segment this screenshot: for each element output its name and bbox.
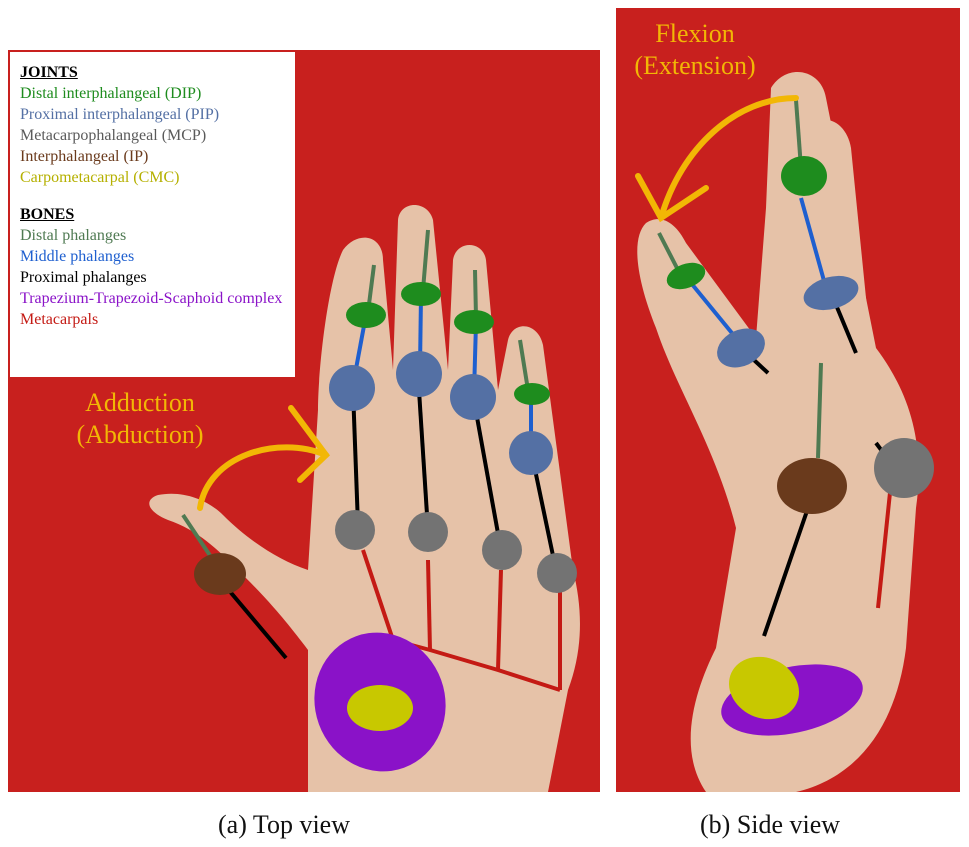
flexion-text: Flexion <box>610 18 780 50</box>
legend-dip: Distal interphalangeal (DIP) <box>20 83 295 104</box>
legend-joints-heading: JOINTS <box>20 62 295 83</box>
legend-middle-phalanges: Middle phalanges <box>20 246 295 267</box>
mcp-joint <box>874 438 934 498</box>
legend-tts-complex: Trapezium-Trapezoid-Scaphoid complex <box>20 288 290 309</box>
side-view-panel <box>616 8 960 792</box>
abduction-text: (Abduction) <box>55 419 225 451</box>
legend-metacarpals: Metacarpals <box>20 309 295 330</box>
legend-mcp: Metacarpophalangeal (MCP) <box>20 125 295 146</box>
legend-distal-phalanges: Distal phalanges <box>20 225 295 246</box>
caption-top-view: (a) Top view <box>218 810 350 840</box>
ip-joint <box>194 553 246 595</box>
legend-proximal-phalanges: Proximal phalanges <box>20 267 295 288</box>
cmc-joint <box>347 685 413 731</box>
legend: JOINTS Distal interphalangeal (DIP) Prox… <box>10 52 295 377</box>
legend-bones-heading: BONES <box>20 204 295 225</box>
caption-side-view: (b) Side view <box>700 810 840 840</box>
legend-cmc: Carpometacarpal (CMC) <box>20 167 295 188</box>
side-view-hand-diagram <box>616 8 960 792</box>
adduction-text: Adduction <box>55 387 225 419</box>
legend-pip: Proximal interphalangeal (PIP) <box>20 104 295 125</box>
legend-ip: Interphalangeal (IP) <box>20 146 295 167</box>
extension-text: (Extension) <box>610 50 780 82</box>
flexion-label: Flexion (Extension) <box>610 18 780 82</box>
ip-joint <box>777 458 847 514</box>
adduction-label: Adduction (Abduction) <box>55 387 225 451</box>
